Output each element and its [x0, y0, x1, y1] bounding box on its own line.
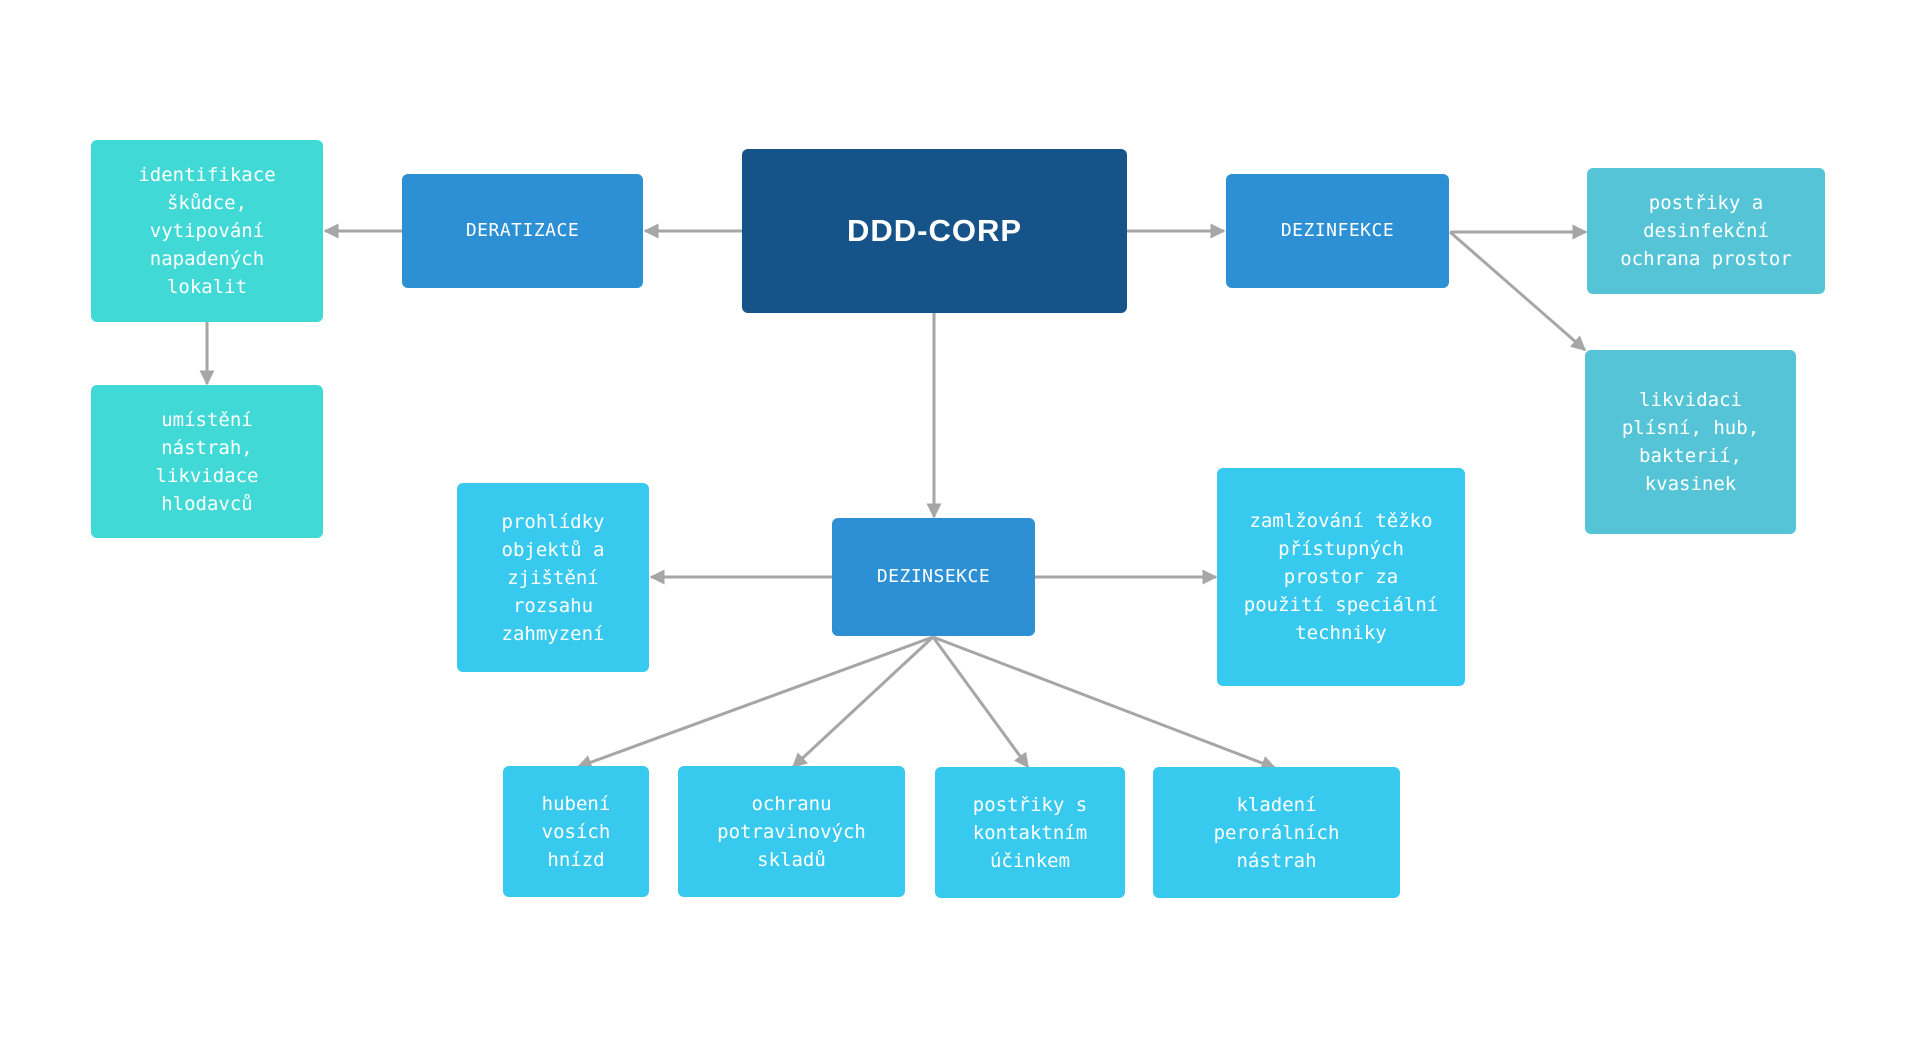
postriky-desinfekcni-label: postřiky a desinfekční ochrana prostor — [1620, 192, 1792, 270]
leaf-node-ochranu: ochranu potravinových skladů — [678, 766, 905, 897]
edge-dezinfekce-likvidaci — [1449, 230, 1587, 352]
edge-dezinsekce-ochranu — [791, 635, 935, 769]
postriky-kontaktni-label: postřiky s kontaktním účinkem — [972, 793, 1088, 872]
dezinfekce-label: DEZINFEKCE — [1280, 220, 1395, 241]
leaf-node-postriky-desinfekcni: postřiky a desinfekční ochrana prostor — [1587, 168, 1825, 294]
leaf-node-hubeni: hubení vosích hnízd — [503, 766, 649, 897]
hubeni-label: hubení vosích hnízd — [541, 792, 611, 871]
zamlzovani-label: zamlžování těžko přístupných prostor za … — [1243, 510, 1439, 644]
leaf-node-zamlzovani: zamlžování těžko přístupných prostor za … — [1217, 468, 1465, 686]
likvidaci-label: likvidaci plísní, hub, bakterií, kvasine… — [1621, 389, 1760, 495]
branch-node-deratizace: DERATIZACE — [402, 174, 643, 288]
dezinsekce-label: DEZINSEKCE — [876, 566, 991, 587]
branch-node-dezinfekce: DEZINFEKCE — [1226, 174, 1449, 288]
edge-dezinsekce-kladeni — [932, 635, 1277, 771]
deratizace-label: DERATIZACE — [465, 220, 580, 241]
umisteni-label: umístění nástrah, likvidace hlodavců — [155, 408, 259, 515]
edge-dezinsekce-hubeni — [576, 635, 934, 770]
leaf-node-identifikace: identifikace škůdce, vytipování napadený… — [91, 140, 323, 322]
leaf-node-postriky-kontaktni: postřiky s kontaktním účinkem — [935, 767, 1125, 898]
prohlidky-label: prohlídky objektů a zjištění rozsahu zah… — [501, 510, 605, 645]
ochranu-label: ochranu potravinových skladů — [717, 792, 866, 871]
root-node-label: DDD-CORP — [846, 213, 1023, 248]
leaf-node-kladeni: kladení perorálních nástrah — [1153, 767, 1400, 898]
root-node-ddd-corp: DDD-CORP — [742, 149, 1127, 313]
leaf-node-likvidaci: likvidaci plísní, hub, bakterií, kvasine… — [1585, 350, 1796, 534]
kladeni-label: kladení perorálních nástrah — [1213, 793, 1340, 872]
branch-node-dezinsekce: DEZINSEKCE — [832, 518, 1035, 636]
edge-dezinsekce-postriky-s — [931, 636, 1030, 769]
identifikace-label: identifikace škůdce, vytipování napadený… — [138, 164, 276, 298]
leaf-node-umisteni: umístění nástrah, likvidace hlodavců — [91, 385, 323, 538]
leaf-node-prohlidky: prohlídky objektů a zjištění rozsahu zah… — [457, 483, 649, 672]
